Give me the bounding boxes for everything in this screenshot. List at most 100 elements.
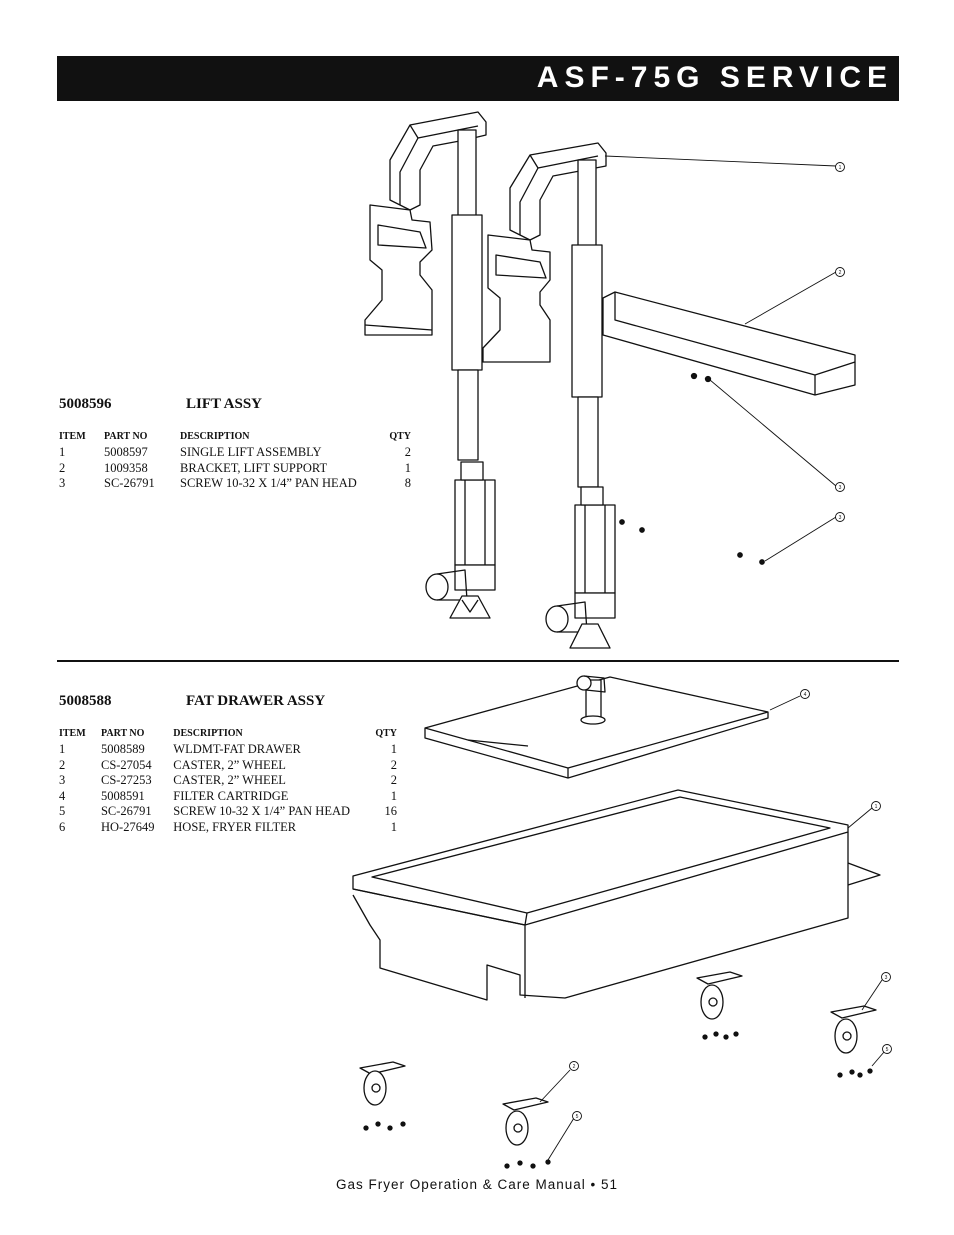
fat-drawer-name: FAT DRAWER ASSY [186, 693, 326, 709]
section-divider [57, 660, 899, 662]
col-description: DESCRIPTION [173, 728, 243, 739]
callout-bubbles [569, 162, 892, 1121]
table-row: 2 1009358 BRACKET, LIFT SUPPORT 1 [59, 461, 411, 477]
row-qty: 8 [404, 476, 411, 490]
callout-lift-1 [835, 162, 845, 172]
row-part-no: 5008589 [100, 742, 145, 756]
row-qty: 2 [404, 445, 411, 459]
row-item: 3 [59, 476, 66, 490]
callout-drawer-1 [871, 801, 881, 811]
row-description: SCREW 10-32 X 1/4” PAN HEAD [180, 476, 357, 490]
caster-2 [830, 1005, 877, 1054]
row-qty: 16 [384, 804, 398, 818]
callout-drawer-2 [569, 1061, 579, 1071]
callout-text: 4 [804, 692, 807, 698]
row-qty: 1 [390, 819, 397, 834]
row-part-no: HO-27649 [100, 819, 155, 834]
page-footer: Gas Fryer Operation & Care Manual • 51 [0, 1177, 954, 1192]
col-description: DESCRIPTION [180, 431, 250, 442]
row-item: 4 [59, 788, 66, 803]
header-bar: ASF-75G SERVICE [57, 56, 899, 101]
callout-text: 3 [839, 485, 842, 491]
row-item: 2 [59, 460, 66, 475]
row-item: 3 [59, 773, 66, 787]
row-description: CASTER, 2” WHEEL [173, 757, 286, 772]
table-row: 3 SC-26791 SCREW 10-32 X 1/4” PAN HEAD 8 [59, 476, 411, 492]
row-item: 1 [59, 742, 66, 756]
row-description: SINGLE LIFT ASSEMBLY [180, 445, 322, 459]
row-description: SCREW 10-32 X 1/4” PAN HEAD [173, 804, 351, 818]
table-row: 5 SC-26791 SCREW 10-32 X 1/4” PAN HEAD 1… [59, 804, 397, 820]
row-description: HOSE, FRYER FILTER [173, 819, 297, 834]
screws-casters [363, 1031, 873, 1169]
lift-assembly-left [364, 111, 496, 619]
lift-assy-name: LIFT ASSY [186, 396, 263, 412]
lift-callout-leaders [604, 155, 837, 562]
page-title: ASF-75G SERVICE [536, 61, 893, 94]
callout-drawer-5a [882, 1044, 892, 1054]
callout-text: 1 [839, 165, 842, 171]
caster-4 [502, 1097, 549, 1146]
fat-drawer-body [352, 789, 881, 1001]
row-description: CASTER, 2” WHEEL [173, 773, 286, 787]
table-header-row: ITEM PART NO DESCRIPTION QTY [59, 728, 397, 742]
row-description: BRACKET, LIFT SUPPORT [180, 460, 328, 475]
table-row: 4 5008591 FILTER CARTRIDGE 1 [59, 789, 397, 805]
screws-lift [619, 372, 765, 565]
callout-text: 5 [886, 1047, 889, 1053]
callout-drawer-5b [572, 1111, 582, 1121]
callout-lift-2 [835, 267, 845, 277]
lift-assy-parts-table: ITEM PART NO DESCRIPTION QTY 1 5008597 S… [59, 431, 411, 492]
row-item: 2 [59, 757, 66, 772]
callout-lift-3a [835, 482, 845, 492]
row-qty: 2 [390, 773, 397, 787]
row-qty: 1 [390, 742, 397, 756]
row-item: 1 [59, 445, 66, 459]
callout-drawer-4 [800, 689, 810, 699]
table-row: 3 CS-27253 CASTER, 2” WHEEL 2 [59, 773, 397, 789]
col-part-no: PART NO [100, 728, 145, 739]
col-item: ITEM [59, 728, 86, 739]
callout-numbers: 1 2 3 3 4 1 3 5 2 5 [573, 165, 889, 1120]
row-description: WLDMT-FAT DRAWER [173, 742, 301, 756]
lift-support-bracket [602, 291, 856, 396]
callout-text: 2 [573, 1064, 576, 1070]
col-qty: QTY [375, 728, 397, 739]
callout-text: 3 [839, 515, 842, 521]
row-part-no: 1009358 [104, 460, 148, 475]
col-item: ITEM [59, 431, 86, 442]
col-qty: QTY [389, 431, 411, 442]
row-part-no: CS-27054 [100, 757, 152, 772]
row-part-no: SC-26791 [104, 476, 155, 490]
row-item: 5 [59, 804, 66, 818]
filter-cartridge [424, 675, 769, 779]
table-row: 6 HO-27649 HOSE, FRYER FILTER 1 [59, 820, 397, 836]
row-part-no: CS-27253 [100, 773, 152, 787]
row-qty: 1 [404, 460, 411, 475]
row-part-no: 5008591 [100, 788, 145, 803]
caster-1 [696, 971, 743, 1020]
row-part-no: SC-26791 [100, 804, 152, 818]
row-qty: 1 [390, 788, 397, 803]
callout-text: 1 [875, 804, 878, 810]
lift-assy-part-number: 5008596 [59, 396, 112, 412]
table-row: 2 CS-27054 CASTER, 2” WHEEL 2 [59, 758, 397, 774]
row-part-no: 5008597 [104, 445, 148, 459]
callout-text: 5 [576, 1114, 579, 1120]
footer-text: Gas Fryer Operation & Care Manual • 51 [335, 1177, 619, 1192]
callout-text: 2 [839, 270, 842, 276]
row-description: FILTER CARTRIDGE [173, 788, 289, 803]
table-row: 1 5008589 WLDMT-FAT DRAWER 1 [59, 742, 397, 758]
row-item: 6 [59, 819, 66, 834]
fat-drawer-parts-table: ITEM PART NO DESCRIPTION QTY 1 5008589 W… [59, 728, 397, 835]
callout-text: 3 [885, 975, 888, 981]
drawer-callout-leaders [539, 695, 885, 1161]
callout-drawer-3 [881, 972, 891, 982]
col-part-no: PART NO [104, 431, 148, 442]
lift-assembly-right [482, 142, 616, 649]
callout-lift-3b [835, 512, 845, 522]
table-header-row: ITEM PART NO DESCRIPTION QTY [59, 431, 411, 445]
row-qty: 2 [390, 757, 397, 772]
fat-drawer-part-number: 5008588 [59, 693, 112, 709]
